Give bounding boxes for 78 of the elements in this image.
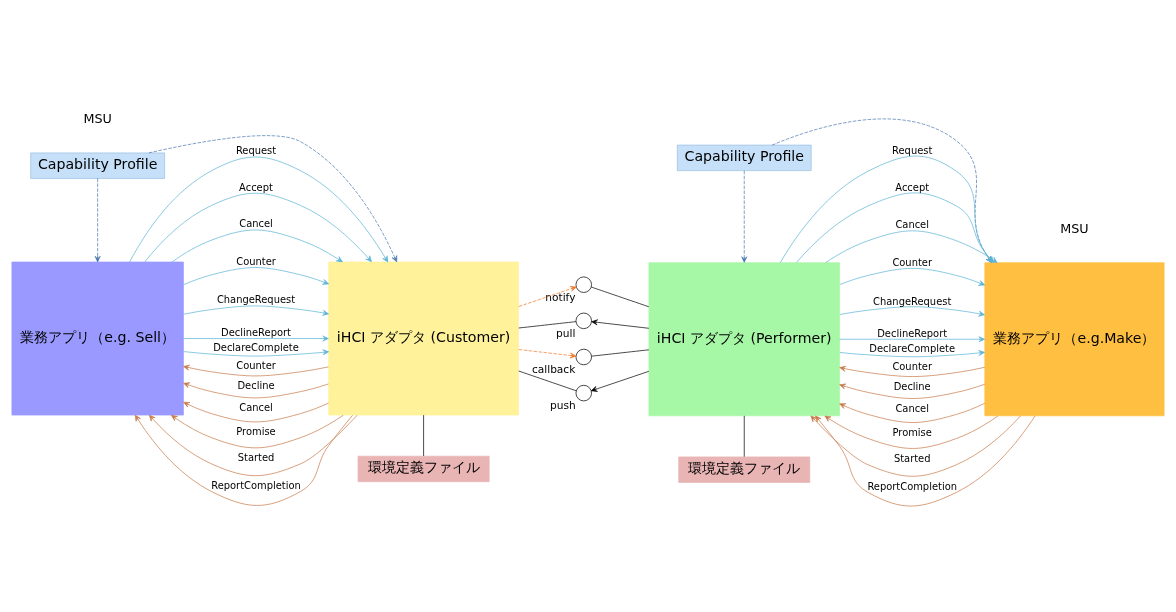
edge-label: DeclareComplete	[869, 342, 956, 354]
arrow	[810, 415, 1021, 477]
edge-label: Promise	[236, 425, 276, 437]
arrow	[839, 335, 985, 342]
node-box: iHCI アダプタ (Performer)	[648, 261, 840, 416]
node-box: 業務アプリ（e.g. Sell）	[11, 261, 184, 415]
arrow	[839, 305, 985, 317]
arrow	[741, 169, 748, 263]
arrow	[839, 365, 985, 377]
arrow	[183, 335, 329, 341]
edge-label: Cancel	[895, 218, 929, 230]
edge-label: Cancel	[239, 401, 273, 413]
arrow	[824, 415, 999, 449]
arrow	[518, 348, 577, 358]
arrow	[171, 414, 344, 448]
node-label: callback	[531, 362, 576, 376]
edge-label: Counter	[892, 360, 932, 372]
label: MSU	[83, 110, 112, 126]
edge-label: Started	[237, 451, 275, 463]
arrow	[839, 267, 986, 286]
node-label: notify	[545, 290, 576, 304]
edge-label: DeclareComplete	[213, 341, 299, 353]
edge-label: ReportCompletion	[867, 480, 957, 492]
arrow	[129, 156, 389, 262]
node-circle	[575, 348, 592, 365]
arrow	[590, 370, 650, 392]
edge-label: Accept	[895, 181, 930, 193]
arrow	[839, 402, 986, 423]
node-box: 環境定義ファイル	[678, 456, 811, 483]
edge-label: ReportCompletion	[211, 479, 301, 491]
edge-label: Counter	[236, 359, 276, 371]
edge-label: Request	[235, 144, 277, 156]
arrow	[94, 177, 101, 262]
connector	[518, 320, 577, 328]
arrow	[148, 134, 398, 262]
edge-label: Counter	[236, 255, 276, 267]
edge-label: DeclineReport	[877, 327, 948, 339]
edge-label: Cancel	[239, 217, 273, 229]
node-circle	[575, 384, 592, 401]
node-label: pull	[556, 326, 576, 340]
node-box: iHCI アダプタ (Customer)	[328, 261, 519, 415]
arrow	[134, 414, 353, 506]
edge-label: Accept	[239, 181, 273, 193]
edge-label: Decline	[237, 379, 275, 391]
node-circle	[575, 312, 592, 329]
node-box: 業務アプリ（e.g.Make）	[984, 261, 1165, 416]
connector	[591, 348, 650, 357]
edge-label: Decline	[893, 380, 931, 392]
node-circle	[575, 276, 592, 293]
connector	[518, 370, 577, 391]
arrow	[518, 285, 577, 307]
edge-label: ChangeRequest	[216, 293, 296, 305]
edge-label: Started	[893, 452, 931, 464]
arrow	[183, 381, 329, 398]
edge-label: ChangeRequest	[873, 295, 952, 307]
arrow	[183, 266, 329, 285]
arrow	[144, 192, 372, 262]
arrow	[839, 383, 986, 399]
edge-label: Cancel	[895, 402, 929, 414]
arrow	[183, 348, 329, 356]
node-box: Capability Profile	[30, 152, 165, 179]
arrow	[815, 415, 1036, 506]
edge-label: Request	[892, 144, 933, 156]
arrow	[149, 414, 358, 476]
edge-label: Counter	[892, 256, 932, 268]
arrow	[171, 229, 343, 262]
arrow	[183, 401, 329, 422]
label: MSU	[1060, 220, 1089, 236]
edge-label: DeclineReport	[221, 326, 291, 338]
arrow	[591, 318, 650, 329]
arrow	[183, 305, 329, 316]
node-box: Capability Profile	[676, 144, 812, 171]
edge-label: Promise	[892, 426, 932, 438]
node-box: 環境定義ファイル	[357, 455, 490, 482]
arrow	[839, 349, 985, 357]
arrow	[183, 364, 329, 376]
connector	[590, 286, 650, 307]
node-label: push	[549, 398, 576, 412]
